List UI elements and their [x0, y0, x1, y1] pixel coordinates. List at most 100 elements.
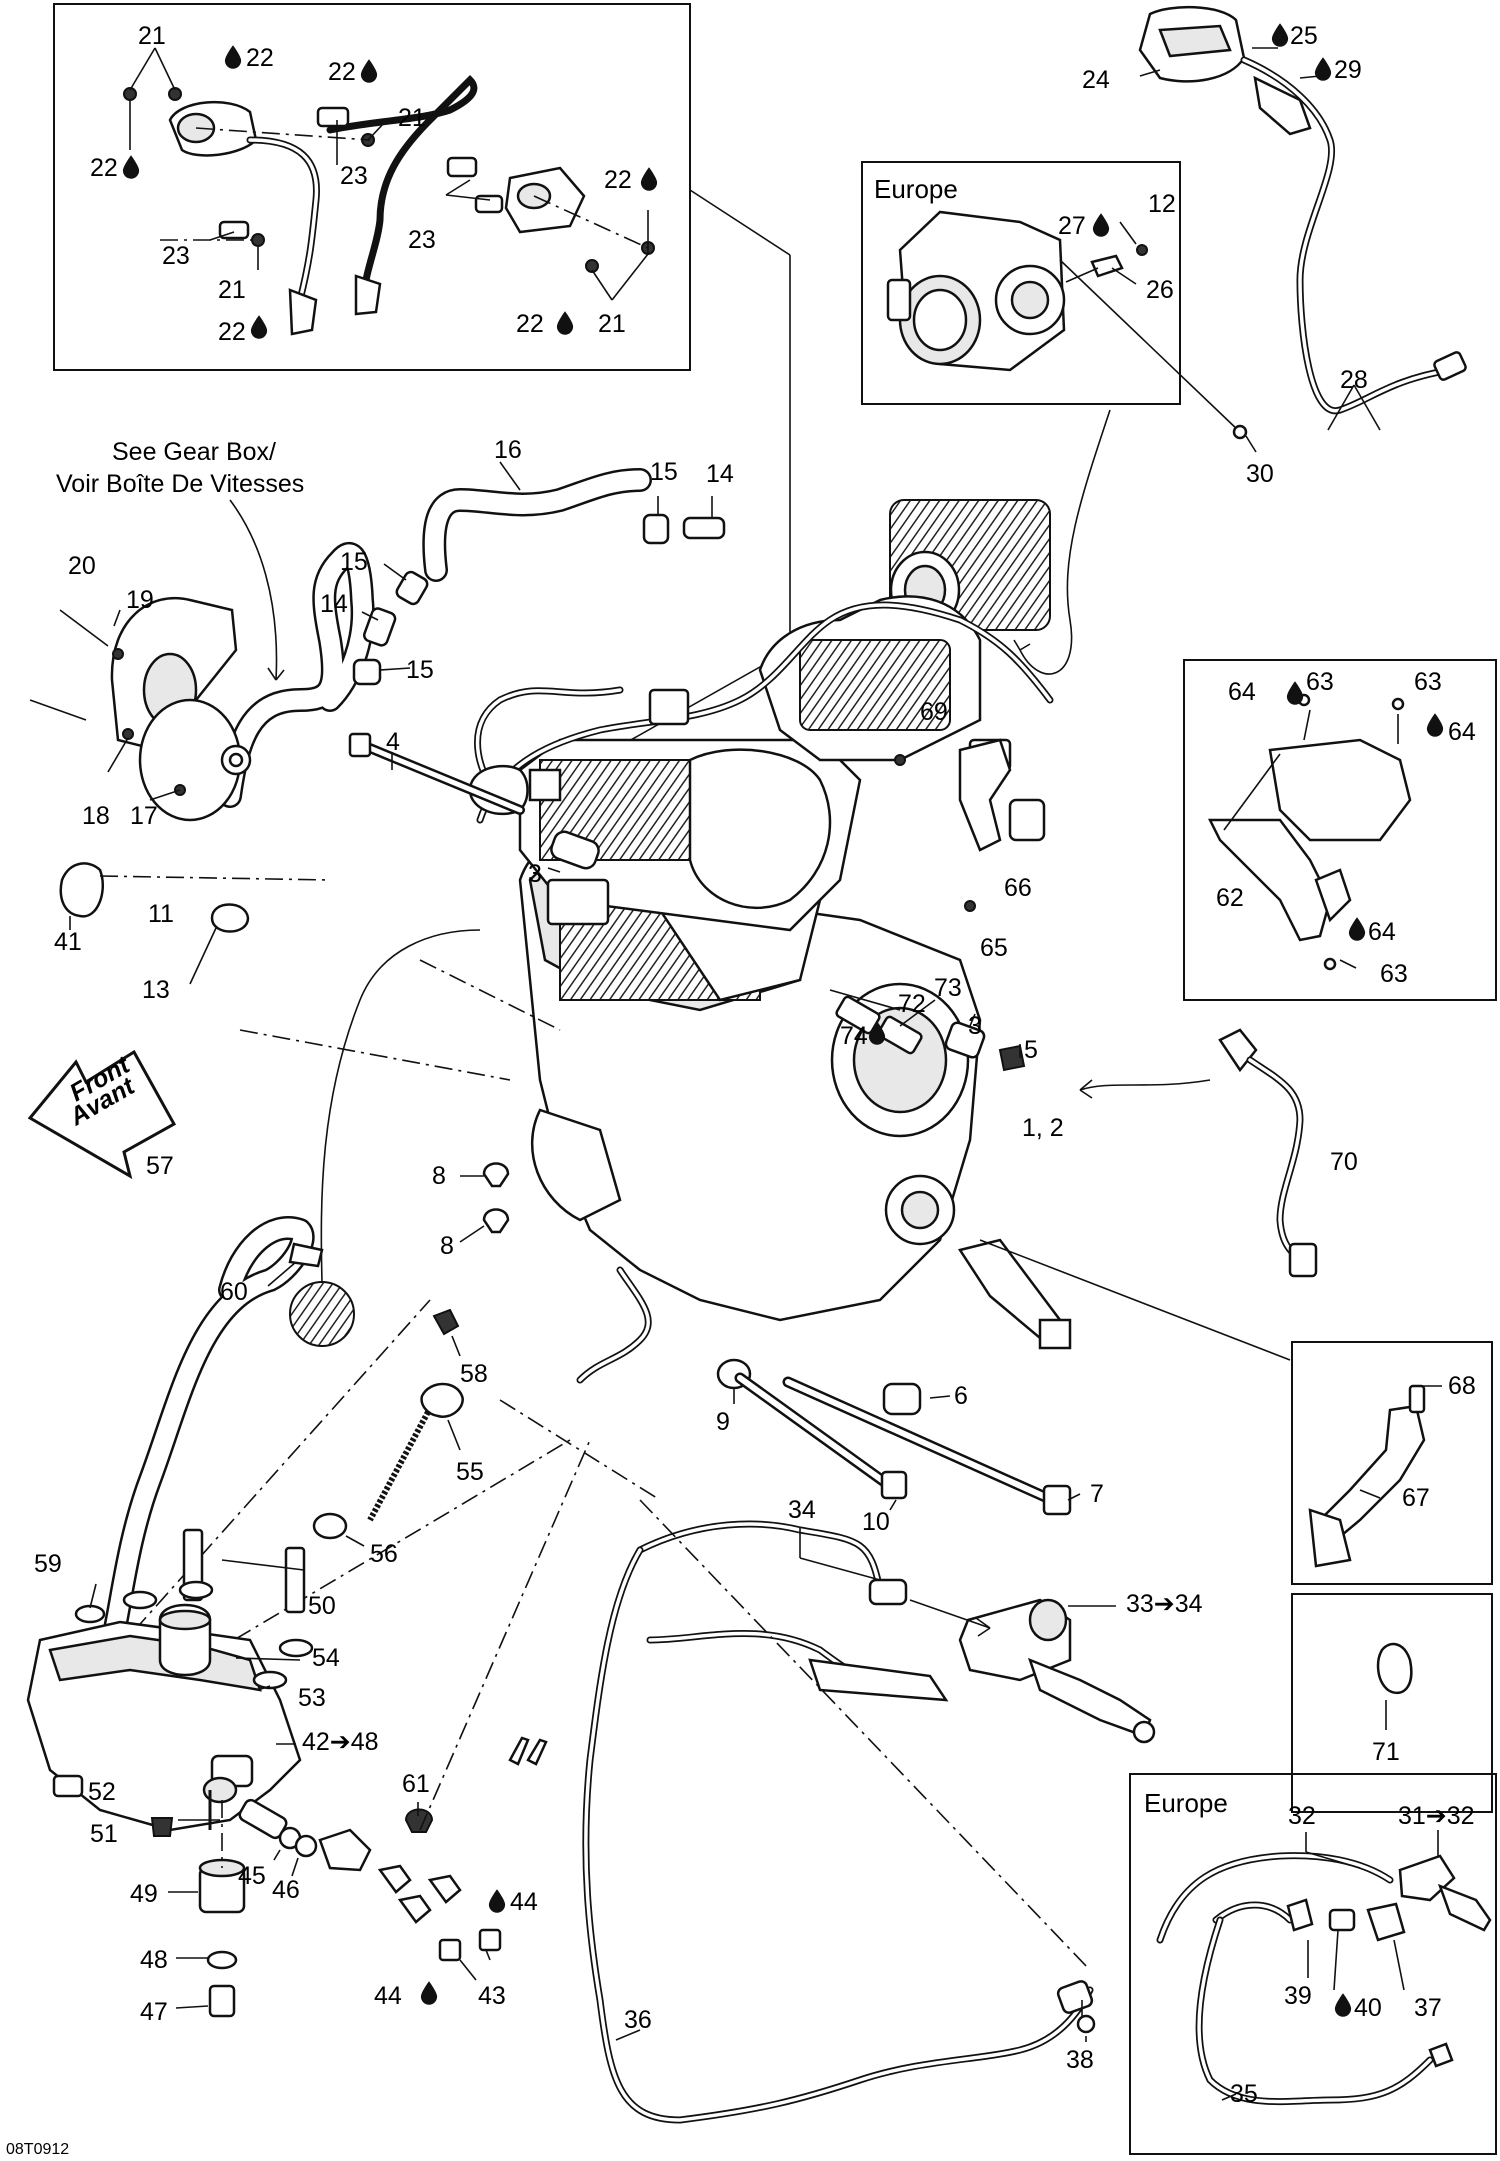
vent-hose-16	[422, 468, 652, 582]
drain-assembly	[150, 1776, 246, 2018]
clamp-71	[1376, 1642, 1413, 1695]
callout-10: 10	[862, 1508, 890, 1536]
callout-6: 6	[954, 1382, 968, 1410]
engine-ignition-coil	[468, 764, 562, 816]
sensor-cable-70	[1218, 1028, 1318, 1278]
clamp-detail-box	[1291, 1593, 1493, 1813]
grommet-8a	[482, 1162, 510, 1188]
dipstick-55	[367, 1382, 464, 1522]
engine-block	[474, 595, 1072, 1384]
shift-lever	[1308, 1384, 1426, 1568]
callout-58: 58	[460, 1360, 488, 1388]
callout-64: 64	[1448, 718, 1476, 746]
callout-22: 22	[246, 44, 274, 72]
callout-62: 62	[1216, 884, 1244, 912]
callout-1-2: 1, 2	[1022, 1114, 1064, 1142]
clamp-41	[59, 862, 105, 918]
throttle-position-sensor	[1138, 5, 1467, 415]
callout-65: 65	[980, 934, 1008, 962]
callout-22: 22	[516, 310, 544, 338]
callout-16: 16	[494, 436, 522, 464]
callout-60: 60	[220, 1278, 248, 1306]
callout-14: 14	[320, 590, 348, 618]
tank-outlet-fittings	[238, 1798, 502, 1962]
clamp-13	[210, 903, 250, 933]
callout-36: 36	[624, 2006, 652, 2034]
callout-51: 51	[90, 1820, 118, 1848]
callout-49: 49	[130, 1880, 158, 1908]
callout-27: 27	[1058, 212, 1086, 240]
callout-46: 46	[272, 1876, 300, 1904]
callout-45: 45	[238, 1862, 266, 1890]
clip-58	[432, 1308, 460, 1336]
callout-21: 21	[138, 22, 166, 50]
callout-59: 59	[34, 1550, 62, 1578]
callout-67: 67	[1402, 1484, 1430, 1512]
hose-fittings	[352, 513, 726, 686]
callout-17: 17	[130, 802, 158, 830]
callout-66: 66	[1004, 874, 1032, 902]
callout-3: 3	[968, 1012, 982, 1040]
callout-23: 23	[162, 242, 190, 270]
check-valve-60	[288, 1242, 355, 1347]
callout-19: 19	[126, 586, 154, 614]
callout-15: 15	[406, 656, 434, 684]
callout-5: 5	[1024, 1036, 1038, 1064]
callout-39: 39	[1284, 1982, 1312, 2010]
callout-64: 64	[1368, 918, 1396, 946]
spacer-3	[550, 830, 600, 870]
callout-22: 22	[90, 154, 118, 182]
engine-mount-hardware	[835, 995, 1026, 1072]
callout-22: 22	[218, 318, 246, 346]
callout-35: 35	[1230, 2080, 1258, 2108]
gear-support	[1207, 693, 1412, 971]
callout-63: 63	[1306, 668, 1334, 696]
callout-labels: 21 22 22 21 22 23 22 23 23 21 22 22 21 2…	[6, 22, 1476, 2158]
callout-43: 43	[478, 1982, 506, 2010]
washer-38	[1076, 2014, 1096, 2034]
callout-42-48: 42➔48	[302, 1728, 379, 1756]
callout-25: 25	[1290, 22, 1318, 50]
europe-throttle-box	[861, 161, 1181, 405]
callout-57: 57	[146, 1152, 174, 1180]
callout-30: 30	[1246, 460, 1274, 488]
callout-23: 23	[340, 162, 368, 190]
figure-code: 08T0912	[6, 2141, 69, 2158]
oil-tank	[26, 1603, 302, 1832]
clutch-lever	[868, 1578, 1156, 1744]
callout-14: 14	[706, 460, 734, 488]
europe-throttle-label: Europe	[874, 174, 958, 204]
callout-8: 8	[440, 1232, 454, 1260]
europe-brake-box	[1129, 1773, 1497, 2155]
europe-throttle-body	[886, 210, 1148, 372]
callout-55: 55	[456, 1458, 484, 1486]
shift-lever-detail-box	[1291, 1341, 1493, 1585]
callout-44: 44	[510, 1888, 538, 1916]
bolt-4	[348, 732, 525, 815]
gear-box-note-fr: Voir Boîte De Vitesses	[56, 470, 304, 498]
callout-72: 72	[898, 990, 926, 1018]
callout-11: 11	[148, 900, 174, 928]
gear-box-note-en: See Gear Box/	[112, 438, 276, 466]
callout-26: 26	[1146, 276, 1174, 304]
callout-24: 24	[1082, 66, 1110, 94]
callout-64: 64	[1228, 678, 1256, 706]
callout-9: 9	[716, 1408, 730, 1436]
callout-40: 40	[1354, 1994, 1382, 2022]
callout-21: 21	[598, 310, 626, 338]
callout-21: 21	[218, 276, 246, 304]
callout-7: 7	[1090, 1480, 1104, 1508]
callout-13: 13	[142, 976, 170, 1004]
callout-41: 41	[54, 928, 82, 956]
callout-61: 61	[402, 1770, 430, 1798]
callout-71: 71	[1372, 1738, 1400, 1766]
callout-38: 38	[1066, 2046, 1094, 2074]
callout-23: 23	[408, 226, 436, 254]
callout-68: 68	[1448, 1372, 1476, 1400]
callout-34: 34	[788, 1496, 816, 1524]
callout-37: 37	[1414, 1994, 1442, 2022]
callout-50: 50	[308, 1592, 336, 1620]
callout-48: 48	[140, 1946, 168, 1974]
callout-74: 74	[840, 1022, 868, 1050]
callout-4: 4	[386, 728, 400, 756]
